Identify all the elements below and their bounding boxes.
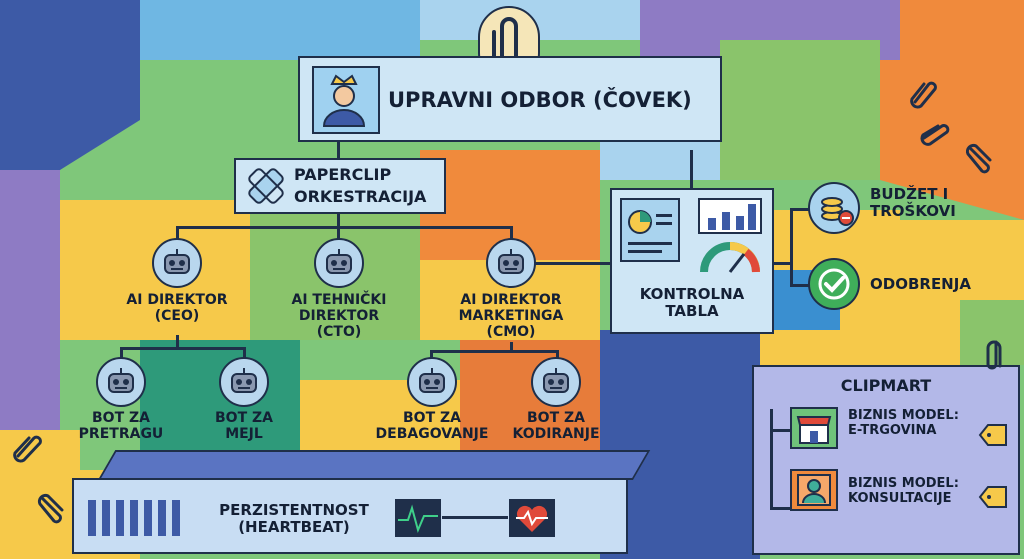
bot-label: BOT ZA PRETRAGU xyxy=(78,410,164,443)
connector-directors-horizontal xyxy=(176,226,512,229)
clipmart-panel: CLIPMART BIZNIS MODEL: E-TRGOVINA xyxy=(752,365,1020,555)
bot-label: BOT ZA MEJL xyxy=(215,410,273,443)
paperclip-icon xyxy=(986,340,1002,370)
orchestration-line2: ORKESTRACIJA xyxy=(294,187,427,206)
robot-icon xyxy=(164,249,190,274)
connector-bot1 xyxy=(120,347,123,359)
connector-cmo-bots xyxy=(510,342,513,352)
robot-icon xyxy=(231,368,257,393)
clipmart-item-label: BIZNIS MODEL: E-TRGOVINA xyxy=(848,408,959,438)
clipmart-connector-1 xyxy=(770,429,790,432)
bot-label: BOT ZA KODIRANJE xyxy=(512,410,600,443)
consultant-icon xyxy=(797,474,831,506)
clipmart-connector xyxy=(770,409,773,509)
board-title: UPRAVNI ODBOR (ČOVEK) xyxy=(388,88,692,112)
paperclip-icon xyxy=(248,168,284,204)
robot-icon xyxy=(326,249,352,274)
connector-cmo xyxy=(510,226,513,240)
connector-approvals xyxy=(790,284,810,287)
paperclip-icon xyxy=(910,81,937,109)
orchestration-box: PAPERCLIP ORKESTRACIJA xyxy=(234,158,446,214)
connector-board-orchestration xyxy=(337,140,340,160)
checkmark-icon xyxy=(818,268,850,300)
pulse-monitor-icon xyxy=(395,499,441,537)
budget-label: BUDŽET I TROŠKOVI xyxy=(870,185,956,221)
board-avatar xyxy=(312,66,380,134)
gauge-icon xyxy=(700,242,760,273)
bar-chart-icon xyxy=(698,198,762,234)
bot-avatar xyxy=(219,357,269,407)
director-label: AI DIREKTOR (CEO) xyxy=(126,292,228,325)
dashboard-box: KONTROLNA TABLA xyxy=(610,188,774,334)
connector-cto xyxy=(337,226,340,240)
bot-avatar xyxy=(531,357,581,407)
paperclip-icon xyxy=(37,493,64,524)
persistence-server-top xyxy=(98,450,651,480)
approvals-label: ODOBRENJA xyxy=(870,275,971,293)
robot-icon xyxy=(498,249,524,274)
connector-bot3 xyxy=(430,350,433,360)
connector-ceo xyxy=(176,226,179,240)
consultant-icon-box xyxy=(790,469,838,511)
connector-dashboard-right xyxy=(772,262,792,265)
orchestration-line1: PAPERCLIP xyxy=(294,165,392,184)
coins-icon xyxy=(821,197,854,226)
clipmart-item-label: BIZNIS MODEL: KONSULTACIJE xyxy=(848,476,959,506)
connector-bot2 xyxy=(243,347,246,359)
price-tag-icon xyxy=(978,486,1007,508)
bot-label: BOT ZA DEBAGOVANJE xyxy=(375,410,489,443)
storefront-icon xyxy=(796,416,832,444)
storefront-icon-box xyxy=(790,407,838,449)
director-label: AI DIREKTOR MARKETINGA (CMO) xyxy=(458,292,564,341)
connector-budget xyxy=(790,208,810,211)
connector-orch-down xyxy=(337,212,340,228)
approvals-icon-circle xyxy=(808,258,860,310)
director-label: AI TEHNIČKI DIREKTOR (CTO) xyxy=(291,292,387,341)
price-tag-icon xyxy=(978,424,1007,446)
connector-ceo-bots-h xyxy=(120,347,245,350)
dashboard-label: KONTROLNA TABLA xyxy=(639,285,745,321)
persistence-connector xyxy=(442,516,508,519)
connector-bot4 xyxy=(556,350,559,360)
bot-avatar xyxy=(96,357,146,407)
paperclip-icon xyxy=(920,124,950,146)
budget-icon-circle xyxy=(808,182,860,234)
persistence-server: PERZISTENTNOST (HEARTBEAT) xyxy=(72,478,628,554)
board-box: UPRAVNI ODBOR (ČOVEK) xyxy=(298,56,722,142)
connector-orch-dashboard xyxy=(512,262,612,265)
director-avatar xyxy=(152,238,202,288)
director-avatar xyxy=(314,238,364,288)
director-avatar xyxy=(486,238,536,288)
clipmart-title: CLIPMART xyxy=(840,376,932,395)
connector-cmo-bots-h xyxy=(430,350,558,353)
connector-ceo-bots xyxy=(176,335,179,349)
clipmart-connector-2 xyxy=(770,507,790,510)
server-vents xyxy=(88,500,188,536)
persistence-label: PERZISTENTNOST (HEARTBEAT) xyxy=(219,501,369,537)
paperclip-icon xyxy=(13,435,42,463)
crowned-person-icon xyxy=(322,74,366,127)
pie-chart-icon xyxy=(620,198,680,262)
heart-pulse-icon xyxy=(509,499,555,537)
connector-board-dashboard xyxy=(690,150,693,190)
robot-icon xyxy=(543,368,569,393)
connector-right-vertical xyxy=(790,208,793,286)
bot-avatar xyxy=(407,357,457,407)
robot-icon xyxy=(419,368,445,393)
robot-icon xyxy=(108,368,134,393)
paperclip-icon xyxy=(965,143,992,174)
